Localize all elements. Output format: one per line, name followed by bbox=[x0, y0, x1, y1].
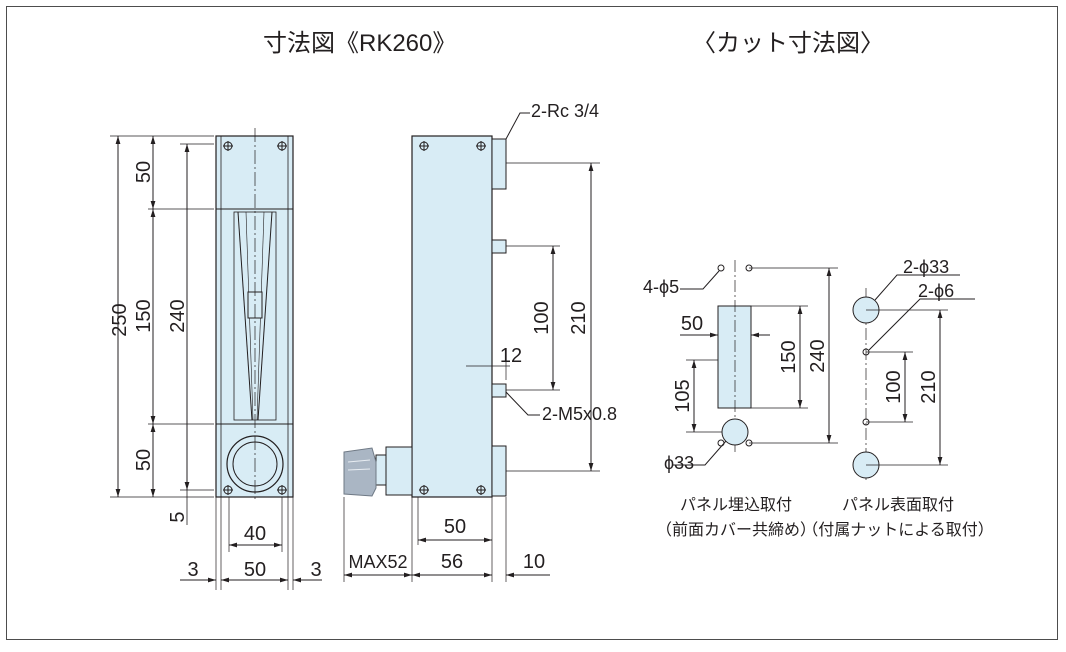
dim-slot-width: 50 bbox=[681, 313, 703, 335]
dim-hole-spacing: 240 bbox=[807, 339, 829, 372]
side-body bbox=[411, 135, 493, 498]
cut-embedded bbox=[672, 260, 838, 466]
dim-inner-height: 240 bbox=[167, 299, 189, 332]
dim-top-section: 50 bbox=[133, 161, 155, 183]
dim-big-spacing: 210 bbox=[918, 370, 940, 403]
dim-side-right: 3 bbox=[310, 559, 321, 581]
label-port: 2-Rc 3/4 bbox=[531, 101, 599, 121]
dim-inner-width: 40 bbox=[244, 523, 266, 545]
title-dimension-drawing: 寸法図《RK260》 bbox=[263, 30, 456, 57]
dim-lower-offset: 105 bbox=[672, 379, 694, 412]
dim-side-left: 3 bbox=[187, 559, 198, 581]
subcaption-embedded: （前面カバー共締め） bbox=[656, 521, 816, 539]
dim-flange: 10 bbox=[523, 551, 545, 573]
label-embedded-big-hole: ϕ33 bbox=[664, 453, 694, 473]
dim-bottom-section: 50 bbox=[133, 449, 155, 471]
dim-depth: 56 bbox=[441, 551, 463, 573]
label-embedded-holes: 4-ϕ5 bbox=[643, 277, 679, 297]
dim-overall-height: 250 bbox=[109, 303, 131, 336]
front-view bbox=[110, 128, 322, 590]
caption-surface: パネル表面取付 bbox=[842, 496, 954, 514]
side-view bbox=[343, 112, 600, 582]
dim-handle-max: MAX52 bbox=[348, 552, 407, 572]
drawing-frame bbox=[6, 6, 1058, 640]
cut-surface bbox=[852, 274, 975, 480]
dim-screw-spacing: 100 bbox=[531, 301, 553, 334]
dim-slot-height: 150 bbox=[778, 340, 800, 373]
dim-middle-section: 150 bbox=[133, 299, 155, 332]
dim-small-spacing: 100 bbox=[883, 370, 905, 403]
dim-width: 50 bbox=[244, 559, 266, 581]
label-surface-small-holes: 2-ϕ6 bbox=[918, 281, 954, 301]
label-surface-big-holes: 2-ϕ33 bbox=[903, 257, 949, 277]
dim-screw-offset: 12 bbox=[500, 345, 522, 367]
subcaption-surface: （付属ナットによる取付） bbox=[802, 521, 994, 539]
title-cut-drawing: 〈カット寸法図〉 bbox=[692, 30, 884, 57]
cut-slot bbox=[717, 305, 752, 409]
dim-bottom-offset: 5 bbox=[167, 511, 189, 522]
dim-body-width: 50 bbox=[444, 516, 466, 538]
caption-embedded: パネル埋込取付 bbox=[680, 496, 792, 514]
dim-port-spacing: 210 bbox=[568, 301, 590, 334]
label-mount-screws: 2-M5x0.8 bbox=[542, 404, 617, 424]
